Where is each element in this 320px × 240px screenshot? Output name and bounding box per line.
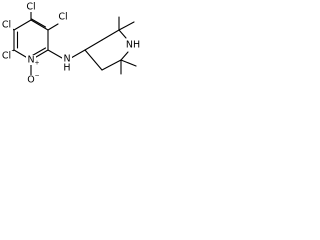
- negative-charge-label: −: [34, 73, 39, 80]
- chemical-structure-diagram: Cl Cl Cl Cl N + O − N H NH: [0, 2, 142, 86]
- bond-c3-cl: [47, 23, 59, 31]
- bond-c3-c4: [30, 19, 49, 31]
- pyridine-nitrogen-label: N: [27, 55, 34, 66]
- chlorine-label-top-left: Cl: [26, 2, 35, 13]
- bond-methyl-2: [118, 21, 135, 31]
- chlorine-label-top-right: Cl: [58, 12, 67, 23]
- oxide-oxygen-label: O: [27, 75, 34, 86]
- methyl-groups: [118, 16, 137, 75]
- bond-methyl-3: [120, 59, 137, 67]
- piperidine-nh-label: NH: [126, 40, 140, 51]
- amine-nitrogen-label: N: [63, 54, 70, 65]
- bond-n1-c2-double: [30, 47, 47, 57]
- bond-nh-ch: [70, 49, 86, 59]
- bond-c4-c5: [13, 19, 32, 31]
- amine-hydrogen-label: H: [63, 63, 70, 74]
- chlorine-label-left: Cl: [2, 20, 11, 31]
- bond-p6-p5: [101, 59, 122, 71]
- piperidine-ring: [84, 29, 129, 71]
- bond-p5-p4: [84, 49, 103, 71]
- atom-labels: Cl Cl Cl Cl N + O − N H NH: [0, 2, 142, 86]
- bond-c3-c4-double: [30, 18, 47, 28]
- positive-charge-label: +: [34, 60, 39, 67]
- chlorine-label-bottom-left: Cl: [2, 51, 11, 62]
- bond-p3-p2: [101, 29, 120, 41]
- bond-n-p6: [120, 51, 129, 61]
- bond-c2-nh: [47, 49, 63, 59]
- bond-p2-n: [118, 29, 127, 39]
- bond-p4-p3: [84, 39, 103, 51]
- substituent-bonds: [7, 8, 86, 76]
